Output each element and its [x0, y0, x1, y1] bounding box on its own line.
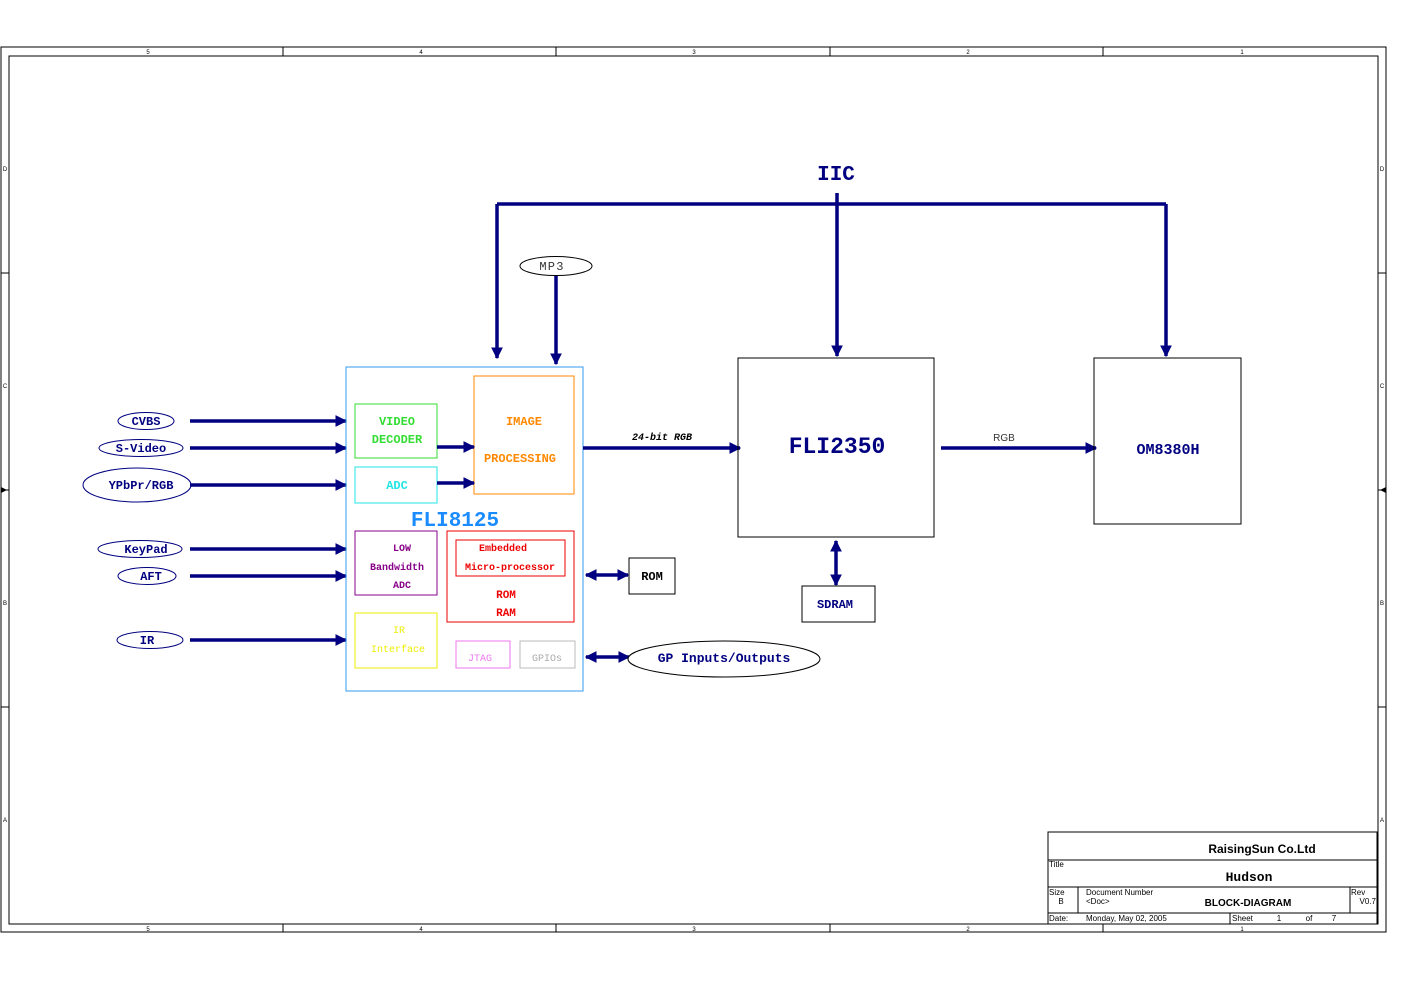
rgb24-label: 24-bit RGB — [632, 432, 692, 444]
video-decoder-label: VIDEO — [379, 415, 415, 429]
keypad-label: KeyPad — [124, 543, 167, 557]
title-caption: Title — [1049, 860, 1064, 869]
rgb-link-label: RGB — [993, 433, 1015, 444]
sdram-label: SDRAM — [817, 598, 853, 612]
gpios-label: GPIOs — [532, 654, 562, 665]
low-bandwidth-adc-label: Bandwidth — [370, 562, 424, 574]
om8380h-label: OM8380H — [1136, 442, 1199, 459]
col-label: 2 — [966, 927, 970, 933]
video-decoder-label: DECODER — [372, 433, 423, 447]
row-label: A — [3, 818, 7, 824]
image-processing-label: PROCESSING — [484, 452, 556, 466]
col-label: 5 — [146, 50, 150, 56]
fli8125-label: FLI8125 — [411, 510, 499, 533]
mp3-label: MP3 — [539, 260, 564, 274]
rom-label: ROM — [641, 570, 663, 584]
row-label: C — [3, 384, 8, 390]
input-arrows — [190, 415, 348, 646]
jtag-block — [455, 640, 511, 669]
col-label: 4 — [419, 50, 423, 56]
docnum-value: <Doc> — [1086, 897, 1110, 906]
low-bandwidth-adc-label: LOW — [393, 544, 411, 555]
rom-block — [628, 557, 676, 595]
embedded-label: Embedded — [479, 543, 527, 555]
col-label: 3 — [692, 927, 696, 933]
sheet-border — [0, 46, 1387, 933]
sheet-number: 1 — [1277, 914, 1282, 923]
center-mark-icon — [1, 487, 1386, 493]
aft-node — [117, 567, 177, 585]
company-name: RaisingSun Co.Ltd — [1208, 842, 1315, 856]
size-caption: Size — [1049, 888, 1065, 897]
col-label: 1 — [1240, 927, 1244, 933]
title-block: RaisingSun Co.Ltd Title Hudson Size B Do… — [1047, 831, 1378, 925]
low-bandwidth-adc-label: ADC — [393, 581, 411, 592]
adc-label: ADC — [386, 479, 408, 493]
iic-bus-label: IIC — [817, 164, 855, 187]
gp-io-label: GP Inputs/Outputs — [658, 651, 791, 666]
image-processing-label: IMAGE — [506, 415, 542, 429]
fli8125-block — [345, 366, 584, 692]
ir-label: IR — [140, 634, 155, 648]
low-bandwidth-adc-block — [354, 530, 438, 596]
sdram-block — [801, 585, 876, 623]
embedded-label: Micro-processor — [465, 562, 555, 574]
size-value: B — [1058, 897, 1063, 906]
ir-node — [116, 631, 184, 649]
sheet-total: 7 — [1332, 914, 1337, 923]
fli2350-label: FLI2350 — [789, 434, 886, 460]
ir-interface-label: IR — [393, 626, 405, 637]
adc-block — [354, 466, 438, 504]
col-label: 2 — [966, 50, 970, 56]
project-title: Hudson — [1226, 870, 1273, 885]
om8380h-block — [1093, 357, 1242, 525]
aft-label: AFT — [140, 570, 162, 584]
rom-ram-label: RAM — [496, 608, 516, 620]
docnum-caption: Document Number — [1086, 888, 1153, 897]
gpios-block — [519, 640, 576, 669]
cvbs-node — [117, 412, 175, 430]
date-value: Monday, May 02, 2005 — [1086, 914, 1167, 923]
fli2350-block — [737, 357, 935, 538]
cvbs-label: CVBS — [132, 415, 161, 429]
microprocessor-block — [446, 530, 575, 623]
keypad-node — [97, 540, 183, 558]
row-label: C — [1380, 384, 1385, 390]
row-label: D — [1380, 167, 1385, 173]
row-label: B — [1380, 601, 1384, 607]
row-label: D — [3, 167, 8, 173]
image-processing-block — [473, 375, 575, 495]
document-name: BLOCK-DIAGRAM — [1205, 898, 1292, 909]
of-caption: of — [1306, 914, 1313, 923]
rev-caption: Rev — [1351, 888, 1365, 897]
internal-arrows — [437, 441, 476, 489]
ypbpr-label: YPbPr/RGB — [109, 479, 174, 493]
col-label: 5 — [146, 927, 150, 933]
embedded-cpu-block — [455, 539, 566, 577]
iic-bus — [491, 193, 1172, 360]
mp3-node — [519, 256, 593, 276]
gp-io-node — [627, 640, 821, 678]
date-caption: Date: — [1049, 914, 1068, 923]
ir-interface-label: Interface — [371, 644, 425, 656]
svideo-label: S-Video — [116, 442, 166, 456]
jtag-label: JTAG — [468, 654, 492, 665]
col-label: 3 — [692, 50, 696, 56]
video-decoder-block — [354, 403, 438, 459]
ir-interface-block — [354, 612, 438, 669]
row-label: A — [1380, 818, 1384, 824]
rev-value: V0.7 — [1360, 897, 1377, 906]
border-zone-labels: 5 4 3 2 1 5 4 3 2 1 D C B A D C B A — [3, 50, 1385, 933]
sheet-caption: Sheet — [1232, 914, 1254, 923]
col-label: 1 — [1240, 50, 1244, 56]
svideo-node — [98, 439, 184, 457]
row-label: B — [3, 601, 7, 607]
rom-ram-label: ROM — [496, 590, 516, 602]
col-label: 4 — [419, 927, 423, 933]
